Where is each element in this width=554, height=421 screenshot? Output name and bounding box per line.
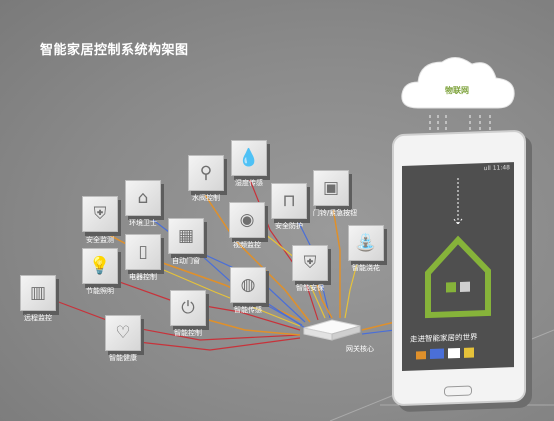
shield-icon: ⛨: [303, 252, 317, 273]
label-environment: 环境卫士: [129, 219, 157, 227]
fridge-icon: ▯: [138, 241, 148, 262]
house-icon: ⌂: [137, 187, 149, 208]
button-icon: ▣: [322, 177, 340, 198]
module-sensor: ◍: [230, 267, 266, 303]
label-safety: 安全防护: [275, 222, 303, 230]
switch-icon: ⏻: [181, 297, 195, 318]
camera-icon: ◉: [239, 209, 255, 230]
label-watering: 智能浇花: [352, 264, 380, 272]
faucet-icon: ⚲: [199, 162, 213, 183]
label-smart-control: 智能控制: [174, 329, 202, 337]
module-humidity: 💧: [231, 140, 267, 176]
smart-home-logo-icon: [416, 178, 491, 360]
label-remote-monitor: 远程监控: [24, 314, 52, 322]
home-button[interactable]: [444, 385, 472, 397]
module-auto-door: ▦: [168, 218, 204, 254]
label-appliance: 电器控制: [129, 273, 157, 281]
label-security-monitor: 安全监测: [86, 236, 114, 244]
shield-icon: ⛨: [93, 203, 107, 224]
smartphone: ull 11:48 走进智能家居的世界: [392, 129, 526, 407]
gate-icon: ⊓: [282, 190, 296, 211]
label-humidity: 湿度传感: [235, 179, 263, 187]
module-doorbell: ▣: [313, 170, 349, 206]
module-video: ◉: [229, 202, 265, 238]
module-health: ♡: [105, 315, 141, 351]
watering-can-icon: ⛲: [355, 232, 377, 253]
phone-screen: ull 11:48 走进智能家居的世界: [402, 162, 514, 371]
module-security-monitor: ⛨: [82, 196, 118, 232]
chart-icon: ▥: [29, 282, 47, 303]
module-lighting: 💡: [82, 248, 118, 284]
gateway-hub: [303, 319, 361, 341]
cloud-label: 物联网: [445, 86, 469, 95]
module-water-valve: ⚲: [188, 155, 224, 191]
label-doorbell: 门铃/紧急按钮: [312, 209, 358, 217]
water-drop-icon: 💧: [238, 147, 260, 168]
hub-label: 网关核心: [346, 345, 374, 353]
module-smart-guard: ⛨: [292, 245, 328, 281]
label-health: 智能健康: [109, 354, 137, 362]
bulb-icon: 💡: [89, 255, 111, 276]
heart-icon: ♡: [115, 322, 131, 343]
label-smart-guard: 智能安保: [296, 284, 324, 292]
module-remote-monitor: ▥: [20, 275, 56, 311]
cloud-icon: [401, 57, 515, 109]
label-lighting: 节能照明: [86, 287, 114, 295]
module-safety: ⊓: [271, 183, 307, 219]
module-smart-control: ⏻: [170, 290, 206, 326]
window-icon: ▦: [177, 225, 195, 246]
module-appliance: ▯: [125, 234, 161, 270]
label-sensor: 智能传感: [234, 306, 262, 314]
phone-tagline: 走进智能家居的世界: [410, 332, 478, 344]
module-watering: ⛲: [348, 225, 384, 261]
label-video: 视频监控: [233, 241, 261, 249]
label-water-valve: 水阀控制: [192, 194, 220, 202]
label-auto-door: 自动门窗: [172, 257, 200, 265]
diagram-title: 智能家居控制系统构架图: [40, 43, 189, 58]
sensor-icon: ◍: [240, 274, 256, 295]
module-environment: ⌂: [125, 180, 161, 216]
